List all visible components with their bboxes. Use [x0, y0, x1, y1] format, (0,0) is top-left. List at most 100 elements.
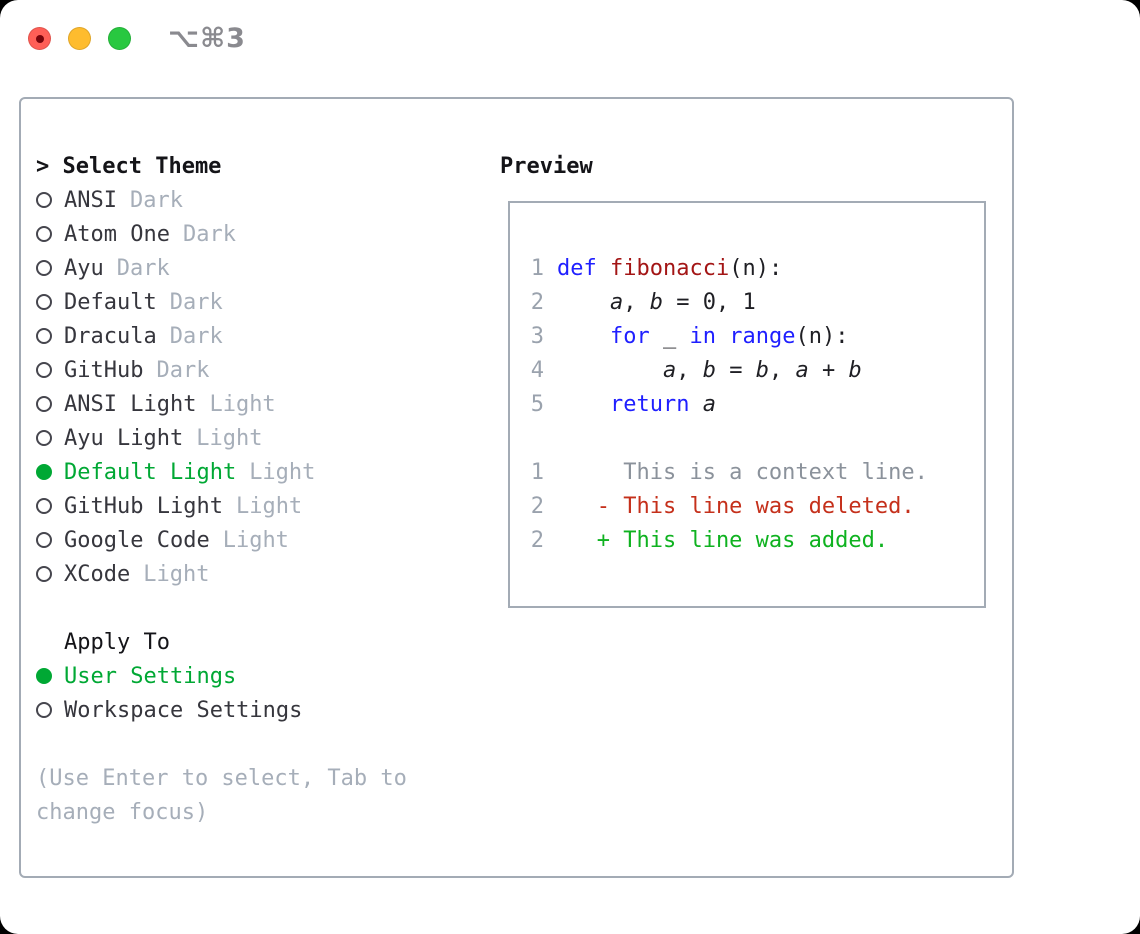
hint-text: (Use Enter to select, Tab to change focu… — [36, 761, 407, 829]
radio-icon — [36, 328, 52, 344]
code-token: This is a context line. — [557, 459, 928, 485]
theme-name: Default — [64, 289, 157, 315]
radio-icon — [36, 362, 52, 378]
content-panel — [19, 97, 1014, 878]
theme-name: Default Light — [64, 459, 237, 485]
apply-option[interactable]: User Settings — [36, 659, 302, 693]
theme-option[interactable]: Atom One Dark — [36, 217, 315, 251]
code-token: , — [676, 357, 703, 383]
close-button[interactable] — [28, 27, 51, 50]
code-token: = — [715, 357, 756, 383]
theme-option[interactable]: Google Code Light — [36, 523, 315, 557]
line-number: 1 — [530, 459, 544, 485]
radio-icon — [36, 464, 52, 480]
code-token: (n): — [795, 323, 849, 349]
code-token — [557, 358, 663, 383]
radio-icon — [36, 294, 52, 310]
code-line: 4 a, b = b, a + b — [530, 353, 984, 387]
code-token — [557, 392, 610, 417]
radio-icon — [36, 396, 52, 412]
code-line — [530, 421, 984, 455]
theme-variant: Dark — [129, 187, 183, 213]
select-theme-header: > Select Theme — [36, 153, 222, 179]
theme-option[interactable]: GitHub Light Light — [36, 489, 315, 523]
code-line: 5 return a — [530, 387, 984, 421]
code-token: (n): — [729, 255, 783, 281]
theme-variant: Dark — [116, 255, 170, 281]
code-token: range — [729, 323, 796, 349]
code-token: = 0, 1 — [662, 289, 756, 315]
theme-name: Ayu — [64, 255, 104, 281]
code-token: b — [755, 357, 769, 383]
radio-icon — [36, 702, 52, 718]
code-token: _ — [649, 323, 690, 349]
radio-icon — [36, 566, 52, 582]
theme-variant: Dark — [156, 357, 210, 383]
theme-list: ANSI Dark Atom One Dark Ayu Dark Default… — [36, 183, 315, 591]
theme-variant: Dark — [182, 221, 236, 247]
line-number: 2 — [530, 289, 544, 315]
code-token: - This line was deleted. — [557, 493, 915, 519]
hint-line-2: change focus) — [36, 799, 209, 825]
code-token: a — [609, 289, 624, 315]
apply-label: User Settings — [64, 663, 237, 689]
code-token: a — [662, 357, 677, 383]
apply-label: Workspace Settings — [64, 697, 303, 723]
theme-name: Atom One — [64, 221, 170, 247]
radio-icon — [36, 192, 52, 208]
theme-name: Google Code — [64, 527, 210, 553]
theme-option[interactable]: Ayu Dark — [36, 251, 315, 285]
theme-option[interactable]: Dracula Dark — [36, 319, 315, 353]
code-token: for — [609, 323, 650, 349]
theme-variant: Light — [196, 425, 263, 451]
code-token: b — [848, 357, 862, 383]
theme-variant: Light — [222, 527, 289, 553]
line-number: 2 — [530, 527, 544, 553]
theme-name: GitHub Light — [64, 493, 223, 519]
code-line: 3 for _ in range(n): — [530, 319, 984, 353]
code-token — [557, 324, 610, 349]
code-token — [597, 256, 610, 281]
code-token: in — [689, 323, 716, 349]
theme-option[interactable]: XCode Light — [36, 557, 315, 591]
apply-option[interactable]: Workspace Settings — [36, 693, 302, 727]
code-token — [557, 290, 610, 315]
theme-option[interactable]: GitHub Dark — [36, 353, 315, 387]
theme-option[interactable]: ANSI Light Light — [36, 387, 315, 421]
theme-option[interactable]: Default Dark — [36, 285, 315, 319]
code-token — [689, 392, 702, 417]
line-number: 2 — [530, 493, 544, 519]
theme-name: ANSI Light — [64, 391, 197, 417]
code-token: b — [702, 357, 716, 383]
theme-option[interactable]: Ayu Light Light — [36, 421, 315, 455]
theme-name: Ayu Light — [64, 425, 184, 451]
theme-name: GitHub — [64, 357, 144, 383]
zoom-button[interactable] — [108, 27, 131, 50]
code-token: fibonacci — [610, 255, 730, 281]
code-token: + This line was added. — [557, 527, 889, 553]
theme-option[interactable]: Default Light Light — [36, 455, 315, 489]
minimize-button[interactable] — [68, 27, 91, 50]
theme-variant: Light — [143, 561, 210, 587]
line-number: 5 — [530, 391, 544, 417]
theme-panel: > Select Theme ANSI Dark Atom One Dark A… — [36, 149, 315, 591]
apply-panel: Apply To User Settings Workspace Setting… — [36, 625, 302, 727]
window-title: ⌥⌘3 — [168, 23, 246, 54]
theme-name: XCode — [64, 561, 131, 587]
theme-option[interactable]: ANSI Dark — [36, 183, 315, 217]
radio-icon — [36, 260, 52, 276]
code-token: + — [808, 357, 849, 383]
radio-icon — [36, 532, 52, 548]
close-dot-icon — [35, 34, 44, 43]
theme-name: Dracula — [64, 323, 157, 349]
code-token: return — [609, 391, 690, 417]
radio-icon — [36, 226, 52, 242]
apply-to-header: Apply To — [64, 629, 170, 655]
code-token: a — [702, 391, 716, 417]
line-number: 3 — [530, 323, 544, 349]
theme-variant: Dark — [169, 289, 223, 315]
code-token — [716, 324, 729, 349]
